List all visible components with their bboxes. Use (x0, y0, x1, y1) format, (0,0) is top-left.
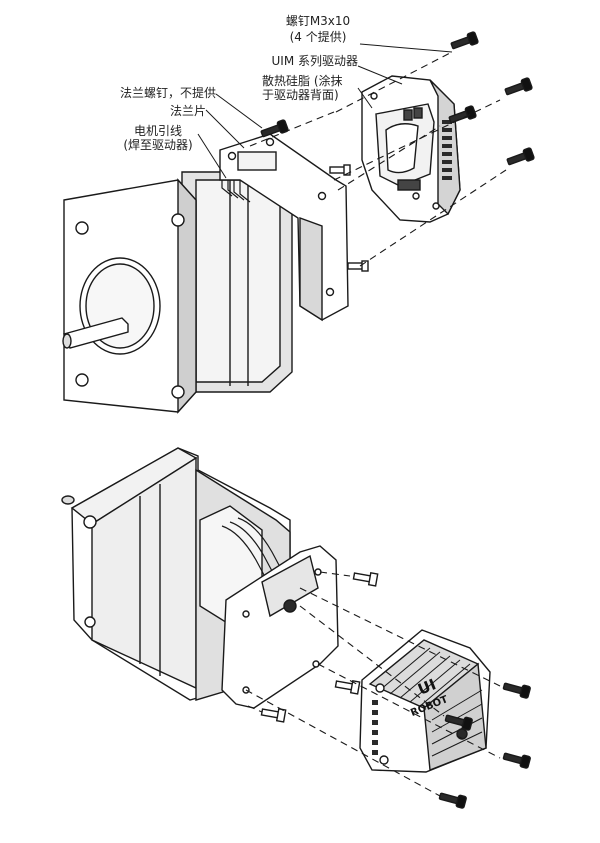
label-driver: UIM 系列驱动器 (271, 54, 359, 68)
bottom-assembly-dashes (245, 571, 501, 797)
top-driver-screws (447, 30, 536, 169)
bottom-motor-wires (221, 517, 289, 591)
label-grease-line1: 散热硅脂 (涂抹 (262, 74, 343, 88)
top-assembly-dashes (249, 51, 507, 267)
top-leader-lines (197, 43, 453, 179)
top-assembly (62, 30, 536, 414)
top-flange-screws (259, 118, 369, 272)
bottom-assembly (61, 447, 532, 810)
top-driver (361, 75, 461, 223)
top-motor (62, 171, 293, 414)
bottom-flange-plate (221, 545, 339, 709)
label-wire-line2: (焊至驱动器) (123, 138, 193, 152)
label-screw-line2: (4 个提供) (289, 30, 347, 44)
top-flange-plate (219, 133, 349, 322)
label-grease-line2: 于驱动器背面) (262, 88, 339, 102)
label-flange-screw: 法兰螺钉，不提供 (119, 86, 216, 100)
label-screw-line1: 螺钉M3x10 (285, 14, 351, 28)
bottom-motor (61, 447, 291, 701)
bottom-flange-screws (260, 572, 379, 723)
label-wire-line1: 电机引线 (133, 124, 182, 138)
label-flange-plate: 法兰片 (169, 104, 206, 118)
